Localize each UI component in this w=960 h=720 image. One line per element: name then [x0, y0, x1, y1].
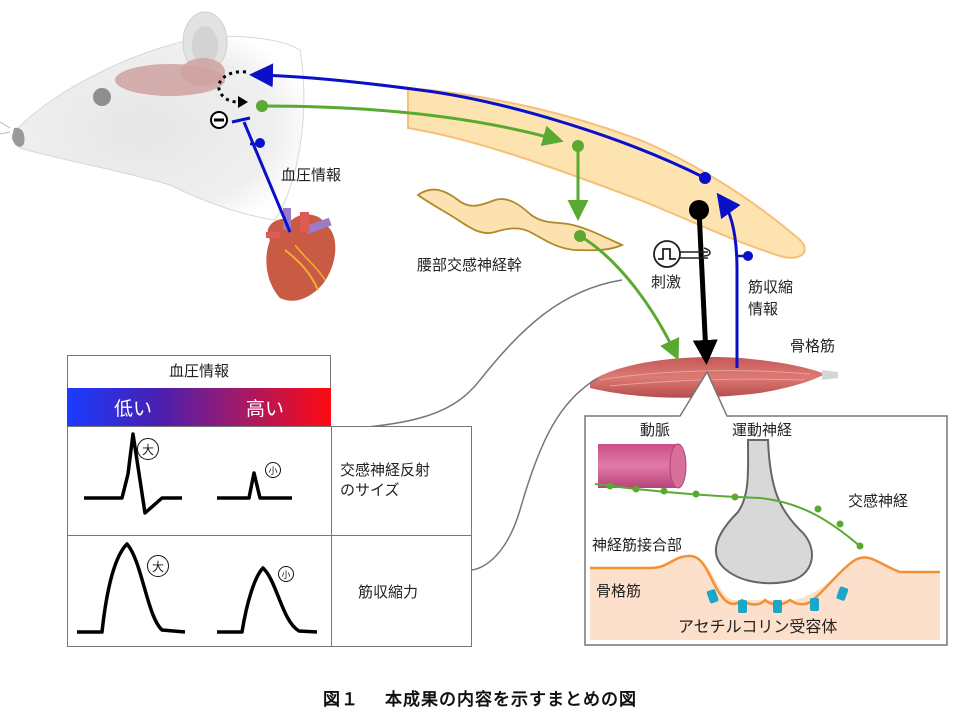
row2-label-cell: 筋収縮力 [331, 535, 472, 647]
figure-number: 図１ [323, 690, 359, 710]
motor-stimulation-line [692, 209, 718, 365]
label-skeletal-muscle: 骨格筋 [790, 337, 836, 355]
row1-label-cell: 交感神経反射 のサイズ [331, 426, 472, 536]
gradient-low-label: 低い [113, 397, 152, 420]
waveforms [77, 432, 318, 634]
figure-caption: 図１ 本成果の内容を示すまとめの図 [0, 685, 960, 710]
label-lumbar-sympathetic-trunk: 腰部交感神経幹 [417, 256, 523, 274]
badge-small-contraction: 小 [278, 566, 294, 582]
sympathetic-descending-line [261, 104, 564, 147]
bp-gradient-bar: 低い 高い [67, 388, 331, 426]
badge-small-reflex: 小 [265, 462, 281, 478]
sympathetic-to-muscle-line [579, 234, 680, 361]
synapse-dot [699, 172, 711, 184]
row2-waveforms-cell [67, 535, 332, 647]
badge-large-reflex: 大 [137, 438, 159, 460]
eye-icon [93, 88, 111, 106]
figure-caption-text: 本成果の内容を示すまとめの図 [385, 690, 637, 710]
inset-label-skeletal-muscle: 骨格筋 [596, 582, 642, 600]
artery-icon [598, 443, 687, 489]
label-muscle-contraction-info-1: 筋収縮 [748, 278, 794, 296]
inset-illustration [590, 439, 940, 640]
muscle-feedback-line [716, 192, 741, 368]
bp-table-title: 血圧情報 [168, 362, 229, 380]
row2-label: 筋収縮力 [358, 583, 419, 601]
inset-label-motor-nerve: 運動神経 [732, 421, 793, 439]
inset-label-sympathetic-nerve: 交感神経 [848, 492, 909, 510]
inset-label-artery: 動脈 [640, 421, 671, 439]
label-stimulation: 刺激 [651, 273, 682, 291]
contraction-waveform-small [217, 566, 318, 634]
motor-nerve-terminal [714, 439, 813, 585]
rat-head-illustration [0, 11, 305, 221]
sympathetic-trunk [416, 188, 625, 252]
reflex-waveform-large [84, 432, 182, 515]
row1-label-line2: のサイズ [340, 481, 400, 500]
label-muscle-contraction-info-2: 情報 [748, 300, 779, 318]
row1-waveforms-cell [67, 426, 332, 536]
afferent-to-brain-line [249, 63, 706, 180]
inset-label-ach-receptor: アセチルコリン受容体 [678, 617, 838, 636]
row1-label-line1: 交感神経反射 [340, 461, 431, 479]
stimulator-icon [653, 240, 711, 268]
label-blood-pressure-info: 血圧情報 [281, 166, 342, 184]
gradient-high-label: 高い [245, 397, 284, 420]
ach-receptor-icons [706, 586, 849, 613]
heart-icon [266, 208, 336, 301]
inset-label-neuromuscular-junction: 神経筋接合部 [592, 536, 683, 554]
reflex-waveform-small [217, 471, 292, 500]
contraction-waveform-large [77, 542, 186, 634]
spinal-cord [407, 86, 806, 259]
badge-large-contraction: 大 [147, 555, 169, 577]
brain-loop-arrow [217, 70, 247, 104]
baroreceptor-line [242, 121, 292, 233]
